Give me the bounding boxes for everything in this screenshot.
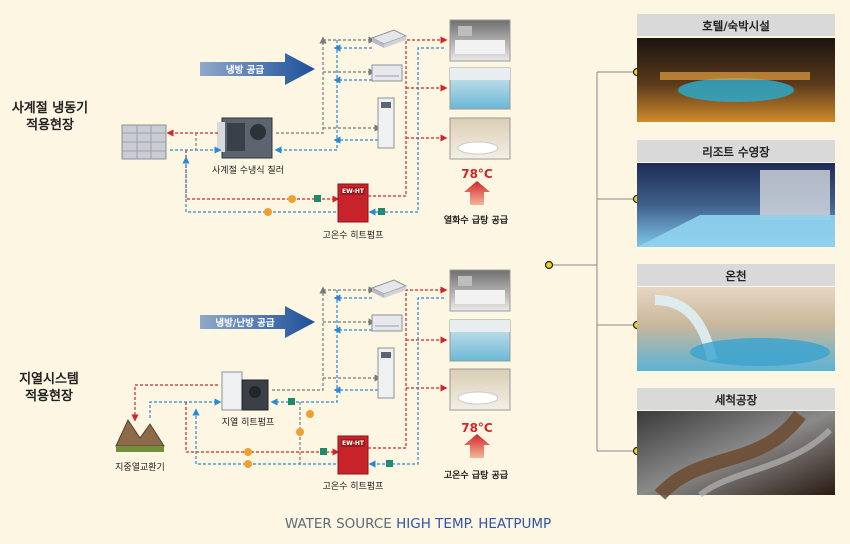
footer-part1: WATER SOURCE (285, 516, 396, 532)
connector-node (544, 260, 554, 270)
pipe-hp-out (192, 408, 336, 465)
panel-title: 세척공장 (715, 393, 758, 407)
bottom-heatpump-caption: 고온수 히트펌프 (323, 480, 384, 492)
panel-title: 호텔/숙박시설 (702, 19, 770, 33)
top-temperature: 78°C (461, 167, 493, 181)
kitchen-thumbnail (449, 19, 511, 62)
bottom-arrow-label: 냉방/난방 공급 (215, 317, 274, 329)
pipe-ground-out (131, 384, 218, 422)
hot-supply-arrow (464, 434, 490, 458)
pipe-hot-return (368, 297, 444, 468)
bathroom-thumbnail (449, 117, 511, 160)
standing-unit-icon (377, 347, 395, 399)
valve-icon (288, 195, 296, 203)
bottom-supply-caption: 고온수 급탕 공급 (444, 470, 509, 481)
top-supply-caption: 열화수 급탕 공급 (444, 214, 509, 226)
valve-icon (264, 208, 272, 216)
geothermal-heatpump-icon (221, 371, 269, 411)
pipe-supply (276, 36, 327, 134)
panel-title: 온천 (725, 269, 746, 283)
ground-heat-exchanger-icon (115, 418, 165, 452)
valve-icon (244, 460, 252, 468)
top-site-label-line1: 사계절 냉동기 (12, 100, 88, 116)
ewht-label: EW-HT (342, 440, 365, 447)
wall-fcu-icon (371, 64, 403, 82)
top-site-label-line2: 적용현장 (26, 117, 74, 133)
geo-heatpump-caption: 지열 히트펌프 (222, 416, 275, 428)
valve-icon (306, 410, 314, 418)
application-panel-hotel: 호텔/숙박시설 (637, 14, 835, 122)
pool-thumbnail (449, 319, 511, 362)
high-temp-heatpump-icon: EW-HT (337, 435, 369, 475)
pump-icon (314, 195, 321, 202)
bottom-site-label-line1: 지열시스템 (19, 371, 79, 387)
bottom-temperature: 78°C (461, 421, 493, 435)
pump-icon (320, 448, 327, 455)
hot-supply-arrow (464, 181, 490, 205)
footer-title: WATER SOURCE HIGH TEMP. HEATPUMP (285, 516, 551, 532)
valve-icon (244, 448, 252, 456)
ewht-label: EW-HT (342, 188, 365, 195)
pool-thumbnail (449, 67, 511, 110)
pipe-hot-supply (368, 286, 448, 449)
bottom-site: 지열시스템 적용현장 지중열교환기 지열 히트펌프 (19, 269, 511, 492)
top-site: 사계절 냉동기 적용현장 사계절 수냉식 칠러 (12, 19, 511, 241)
pipe-hot-return (368, 47, 444, 216)
footer-part2: HIGH TEMP. HEATPUMP (396, 516, 551, 532)
application-panel-hotspring: 온천 (637, 264, 835, 371)
standing-unit-icon (377, 97, 395, 149)
bottom-site-label-line2: 적용현장 (25, 388, 73, 404)
application-connector (544, 67, 642, 456)
application-panel-resort: 리조트 수영장 (637, 140, 835, 247)
chiller-caption: 사계절 수냉식 칠러 (212, 164, 284, 176)
heating-cooling-supply-arrow: 냉방/난방 공급 (200, 306, 315, 338)
wall-fcu-icon (371, 314, 403, 332)
pipe-ground-in (149, 398, 222, 418)
pipe-hot-supply (368, 36, 448, 197)
panel-title: 리조트 수영장 (702, 145, 770, 159)
cooling-arrow-label: 냉방 공급 (226, 64, 265, 76)
ceiling-cassette-icon (370, 29, 408, 48)
pipe-supply (272, 286, 327, 391)
cooling-tower-icon (121, 124, 167, 160)
water-cooled-chiller-icon (217, 117, 273, 159)
pump-icon (288, 398, 295, 405)
ceiling-cassette-icon (370, 279, 408, 298)
cooling-supply-arrow: 냉방 공급 (200, 53, 315, 85)
bathroom-thumbnail (449, 368, 511, 411)
ground-exchanger-caption: 지중열교환기 (115, 461, 165, 473)
pipe-hp-in (185, 402, 340, 456)
high-temp-heatpump-icon: EW-HT (337, 183, 369, 223)
pipe-return (270, 290, 338, 406)
pipe-hp-out (182, 156, 336, 213)
top-heatpump-caption: 고온수 히트펌프 (323, 229, 384, 241)
kitchen-thumbnail (449, 269, 511, 312)
application-panel-factory: 세척공장 (637, 388, 835, 500)
valve-icon (296, 428, 304, 436)
